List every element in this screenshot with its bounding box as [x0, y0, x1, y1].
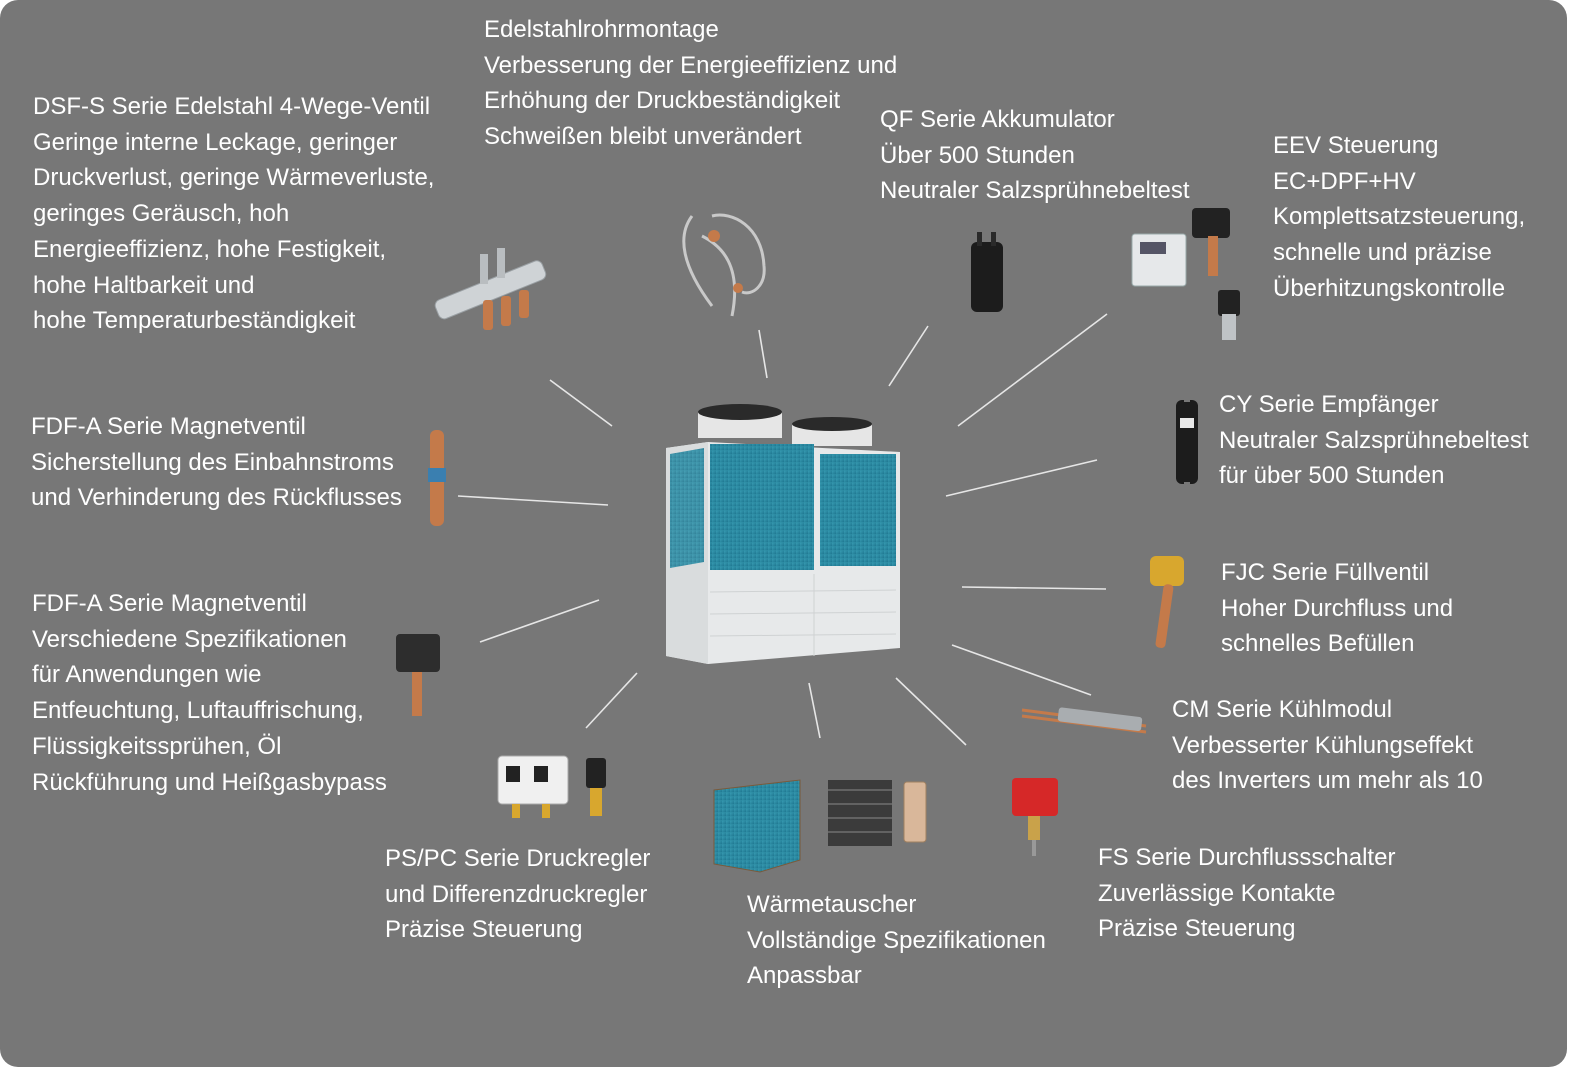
label-eev-control: EEV Steuerung EC+DPF+HV Komplettsatzsteu…: [1273, 128, 1525, 307]
flow-switch-image: [1012, 778, 1058, 856]
label-line: Rückführung und Heißgasbypass: [32, 768, 387, 796]
fdf-valve-1-image: [428, 430, 446, 526]
label-line: EC+DPF+HV: [1273, 167, 1416, 195]
label-tube-assembly: Edelstahlrohrmontage Verbesserung der En…: [484, 12, 897, 155]
label-line: Verbesserter Kühlungseffekt: [1172, 731, 1474, 759]
connector-fdf2: [479, 599, 600, 643]
label-line: DSF-S Serie Edelstahl 4-Wege-Ventil: [33, 93, 431, 120]
label-line: Vollständige Spezifikationen: [747, 926, 1046, 954]
label-line: PS/PC Serie Druckregler: [385, 845, 651, 872]
connector-eev: [957, 313, 1108, 427]
label-line: Verschiedene Spezifikationen: [32, 625, 347, 653]
label-line: Zuverlässige Kontakte: [1098, 879, 1336, 907]
heat-exchanger-image: [713, 779, 927, 873]
label-fill-valve: FJC Serie Füllventil Hoher Durchfluss un…: [1221, 555, 1453, 662]
label-line: hohe Haltbarkeit und: [33, 271, 255, 299]
accumulator-image: [971, 232, 1003, 312]
label-fdf-valve-1: FDF-A Serie Magnetventil Sicherstellung …: [31, 409, 402, 516]
label-line: Präzise Steuerung: [1098, 915, 1296, 943]
cooling-module-image: [1021, 707, 1147, 734]
label-cooling-module: CM Serie Kühlmodul Verbesserter Kühlungs…: [1172, 692, 1483, 799]
label-line: schnelle und präzise: [1273, 239, 1492, 267]
label-line: Flüssigkeitssprühen, Öl: [32, 732, 282, 760]
label-line: für Anwendungen wie: [32, 661, 262, 689]
label-line: des Inverters um mehr als 10: [1172, 767, 1483, 795]
label-line: QF Serie Akkumulator: [880, 106, 1115, 133]
label-line: Verbesserung der Energieeffizienz und: [484, 51, 898, 79]
label-line: Über 500 Stunden: [880, 141, 1075, 169]
fill-valve-image: [1150, 556, 1184, 648]
label-line: Überhitzungskontrolle: [1273, 274, 1506, 302]
connector-fs: [895, 677, 967, 746]
label-line: Druckverlust, geringe Wärmeverluste,: [33, 164, 435, 192]
label-line: FJC Serie Füllventil: [1221, 559, 1430, 586]
eev-controller-image: [1131, 208, 1240, 340]
label-line: Erhöhung der Druckbeständigkeit: [484, 87, 841, 115]
dsf-valve-image: [434, 248, 547, 330]
label-heat-exchanger: Wärmetauscher Vollständige Spezifikation…: [747, 887, 1046, 994]
fdf-valve-2-image: [396, 634, 440, 716]
connector-cy: [945, 459, 1098, 497]
connector-fjc: [961, 586, 1107, 590]
label-line: Entfeuchtung, Luftauffrischung,: [32, 697, 364, 725]
label-line: Neutraler Salzsprühnebeltest: [880, 177, 1190, 205]
connector-edelstahl: [758, 329, 768, 379]
chiller-unit-image: [666, 404, 900, 664]
label-line: geringes Geräusch, hoh: [33, 200, 290, 228]
label-line: schnelles Befüllen: [1221, 630, 1415, 658]
label-line: Wärmetauscher: [747, 891, 917, 918]
label-line: FS Serie Durchflussschalter: [1098, 844, 1396, 871]
label-line: und Verhinderung des Rückflusses: [31, 484, 402, 512]
label-accumulator: QF Serie Akkumulator Über 500 Stunden Ne…: [880, 102, 1190, 209]
label-line: Energieeffizienz, hohe Festigkeit,: [33, 235, 387, 263]
tube-assembly-image: [682, 213, 766, 317]
label-line: und Differenzdruckregler: [385, 880, 648, 908]
connector-qf: [888, 325, 929, 387]
receiver-image: [1176, 392, 1198, 492]
connector-fdf1: [457, 495, 609, 506]
label-line: Hoher Durchfluss und: [1221, 594, 1454, 622]
label-fdf-valve-2: FDF-A Serie Magnetventil Verschiedene Sp…: [32, 586, 387, 800]
label-line: Schweißen bleibt unverändert: [484, 123, 802, 151]
label-line: Edelstahlrohrmontage: [484, 16, 719, 43]
label-line: FDF-A Serie Magnetventil: [31, 413, 306, 440]
label-line: EEV Steuerung: [1273, 132, 1439, 159]
label-dsf-valve: DSF-S Serie Edelstahl 4-Wege-Ventil Geri…: [33, 89, 434, 339]
label-line: für über 500 Stunden: [1219, 462, 1445, 490]
label-line: Neutraler Salzsprühnebeltest: [1219, 426, 1529, 454]
connector-ps: [585, 672, 638, 729]
label-line: CY Serie Empfänger: [1219, 391, 1439, 418]
connector-waerme: [808, 682, 821, 739]
label-receiver: CY Serie Empfänger Neutraler Salzsprühne…: [1219, 387, 1529, 494]
label-line: Anpassbar: [747, 962, 862, 990]
label-line: Komplettsatzsteuerung,: [1273, 203, 1526, 231]
label-line: Präzise Steuerung: [385, 916, 583, 944]
label-line: Sicherstellung des Einbahnstroms: [31, 448, 394, 476]
label-pressure-controller: PS/PC Serie Druckregler und Differenzdru…: [385, 841, 650, 948]
label-line: hohe Temperaturbeständigkeit: [33, 307, 356, 335]
label-flow-switch: FS Serie Durchflussschalter Zuverlässige…: [1098, 840, 1395, 947]
connector-dsf: [549, 379, 613, 427]
label-line: FDF-A Serie Magnetventil: [32, 590, 307, 617]
label-line: Geringe interne Leckage, geringer: [33, 128, 398, 156]
label-line: CM Serie Kühlmodul: [1172, 696, 1393, 723]
connector-cm: [951, 644, 1092, 696]
pressure-controller-image: [497, 755, 606, 818]
